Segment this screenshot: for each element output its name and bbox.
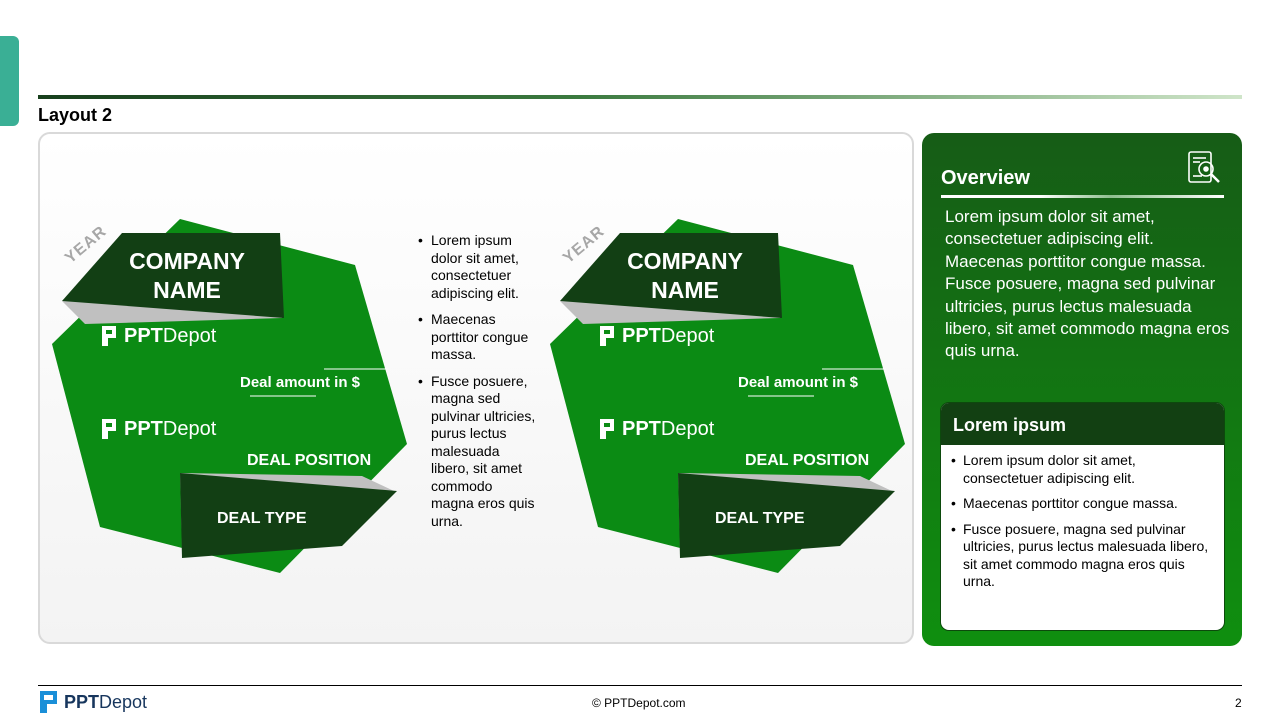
footer-divider — [38, 685, 1242, 686]
lorem-ipsum-box: Lorem ipsum Lorem ipsum dolor sit amet, … — [941, 403, 1224, 630]
logo-bold-text: PPT — [124, 417, 163, 440]
card-shape-1 — [52, 219, 407, 573]
overview-title: Overview — [941, 167, 1030, 189]
deal-type-label: DEAL TYPE — [715, 510, 805, 527]
overview-panel: Overview Lorem ipsum dolor sit amet, con… — [922, 133, 1242, 646]
pptdepot-logo-icon — [100, 324, 118, 348]
list-item: Lorem ipsum dolor sit amet, consectetuer… — [951, 452, 1216, 487]
footer-logo-bold: PPT — [64, 691, 100, 712]
company-name: COMPANY NAME — [129, 248, 245, 303]
deal-position-label: DEAL POSITION — [247, 452, 372, 469]
deal-amount-label: Deal amount in $ — [240, 374, 361, 391]
copyright-text: © PPTDepot.com — [592, 696, 686, 710]
title-gradient-rule — [38, 95, 1242, 99]
page-number: 2 — [1235, 696, 1242, 710]
logo-light-text: Depot — [660, 324, 715, 347]
document-search-icon — [1186, 149, 1224, 192]
pptdepot-logo-icon — [598, 324, 616, 348]
list-item: Lorem ipsum dolor sit amet, consectetuer… — [416, 232, 536, 302]
logo-light-text: Depot — [162, 417, 217, 440]
logo-bold-text: PPT — [622, 324, 661, 347]
deal-position-label: DEAL POSITION — [745, 452, 870, 469]
pptdepot-logo-icon — [38, 689, 60, 715]
list-item: Fusce posuere, magna sed pulvinar ultric… — [951, 521, 1216, 591]
company-name: COMPANY NAME — [627, 248, 743, 303]
list-item: Maecenas porttitor congue massa. — [951, 495, 1216, 513]
pptdepot-logo-icon — [100, 417, 118, 441]
list-item: Maecenas porttitor congue massa. — [416, 311, 536, 364]
logo-light-text: Depot — [660, 417, 715, 440]
middle-bullet-list: Lorem ipsum dolor sit amet, consectetuer… — [416, 232, 536, 539]
overview-text: Lorem ipsum dolor sit amet, consectetuer… — [945, 207, 1230, 361]
lorem-box-list: Lorem ipsum dolor sit amet, consectetuer… — [941, 445, 1224, 591]
logo-bold-text: PPT — [622, 417, 661, 440]
left-accent-tab — [0, 36, 19, 126]
deal-amount-label: Deal amount in $ — [738, 374, 859, 391]
list-item: Fusce posuere, magna sed pulvinar ultric… — [416, 373, 536, 531]
logo-bold-text: PPT — [124, 324, 163, 347]
pptdepot-logo-icon — [598, 417, 616, 441]
lorem-box-title: Lorem ipsum — [941, 403, 1224, 445]
footer-logo-light: Depot — [99, 691, 148, 712]
card-shape-2 — [550, 219, 905, 573]
deal-type-label: DEAL TYPE — [217, 510, 307, 527]
overview-divider — [941, 195, 1224, 198]
logo-light-text: Depot — [162, 324, 217, 347]
slide-title: Layout 2 — [38, 105, 113, 125]
